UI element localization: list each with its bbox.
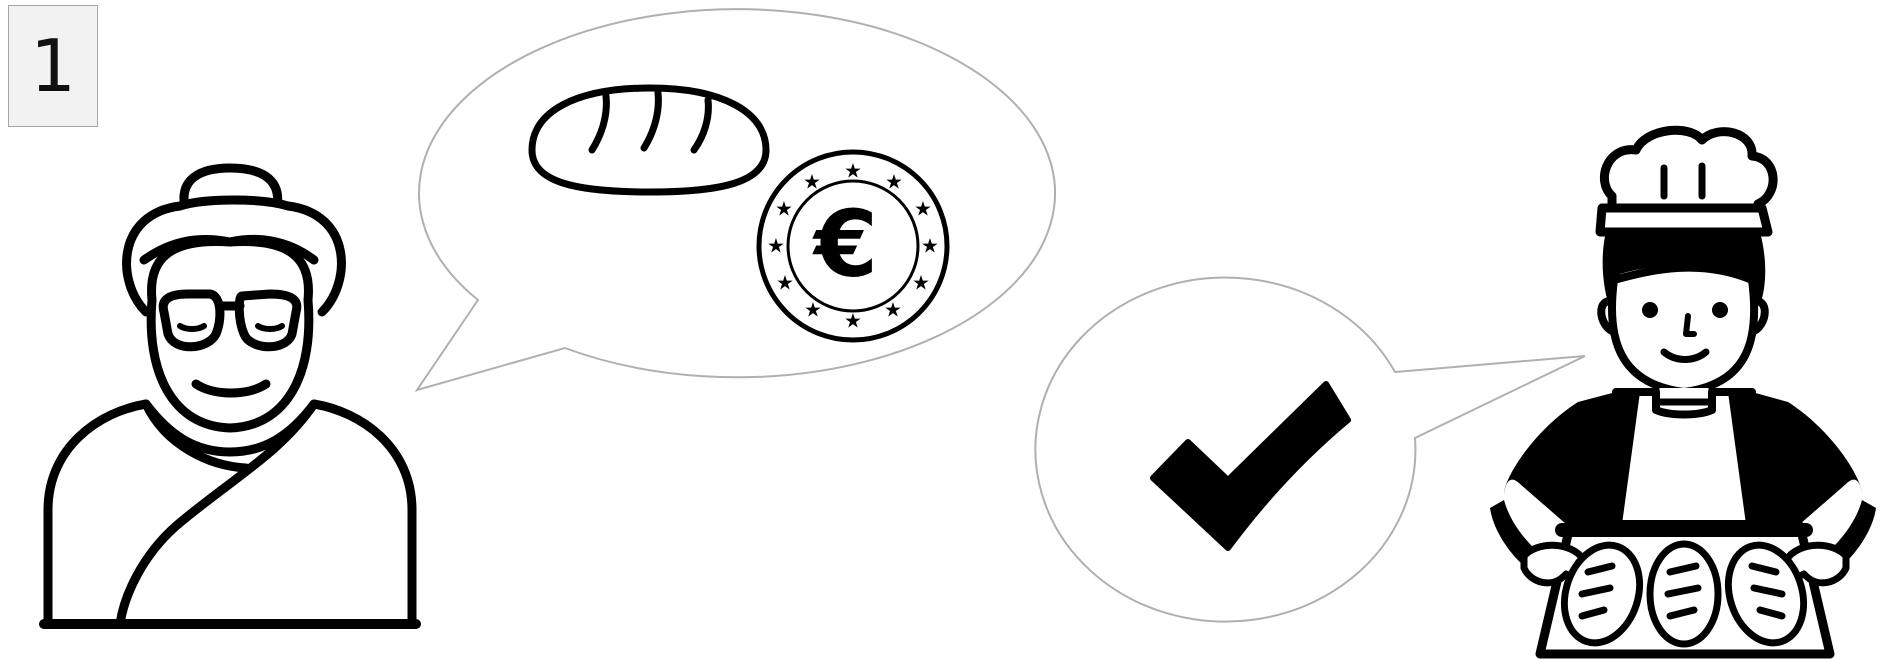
svg-text:★: ★ [844, 159, 862, 183]
euro-coin-icon: ★ ★ ★ ★ ★ ★ ★ ★ ★ ★ ★ ★ € [759, 152, 947, 340]
request-speech-bubble [417, 9, 1055, 390]
svg-text:★: ★ [776, 271, 794, 295]
svg-text:★: ★ [884, 298, 902, 322]
grandmother-icon [44, 168, 416, 624]
svg-text:★: ★ [921, 234, 939, 258]
svg-text:★: ★ [914, 197, 932, 221]
baker-icon [1490, 130, 1876, 654]
svg-text:★: ★ [885, 170, 903, 194]
svg-text:★: ★ [775, 197, 793, 221]
svg-text:★: ★ [844, 309, 862, 333]
bread-icon [532, 88, 766, 192]
svg-text:€: € [812, 190, 878, 297]
svg-text:★: ★ [767, 234, 785, 258]
svg-text:★: ★ [912, 271, 930, 295]
svg-text:★: ★ [804, 298, 822, 322]
